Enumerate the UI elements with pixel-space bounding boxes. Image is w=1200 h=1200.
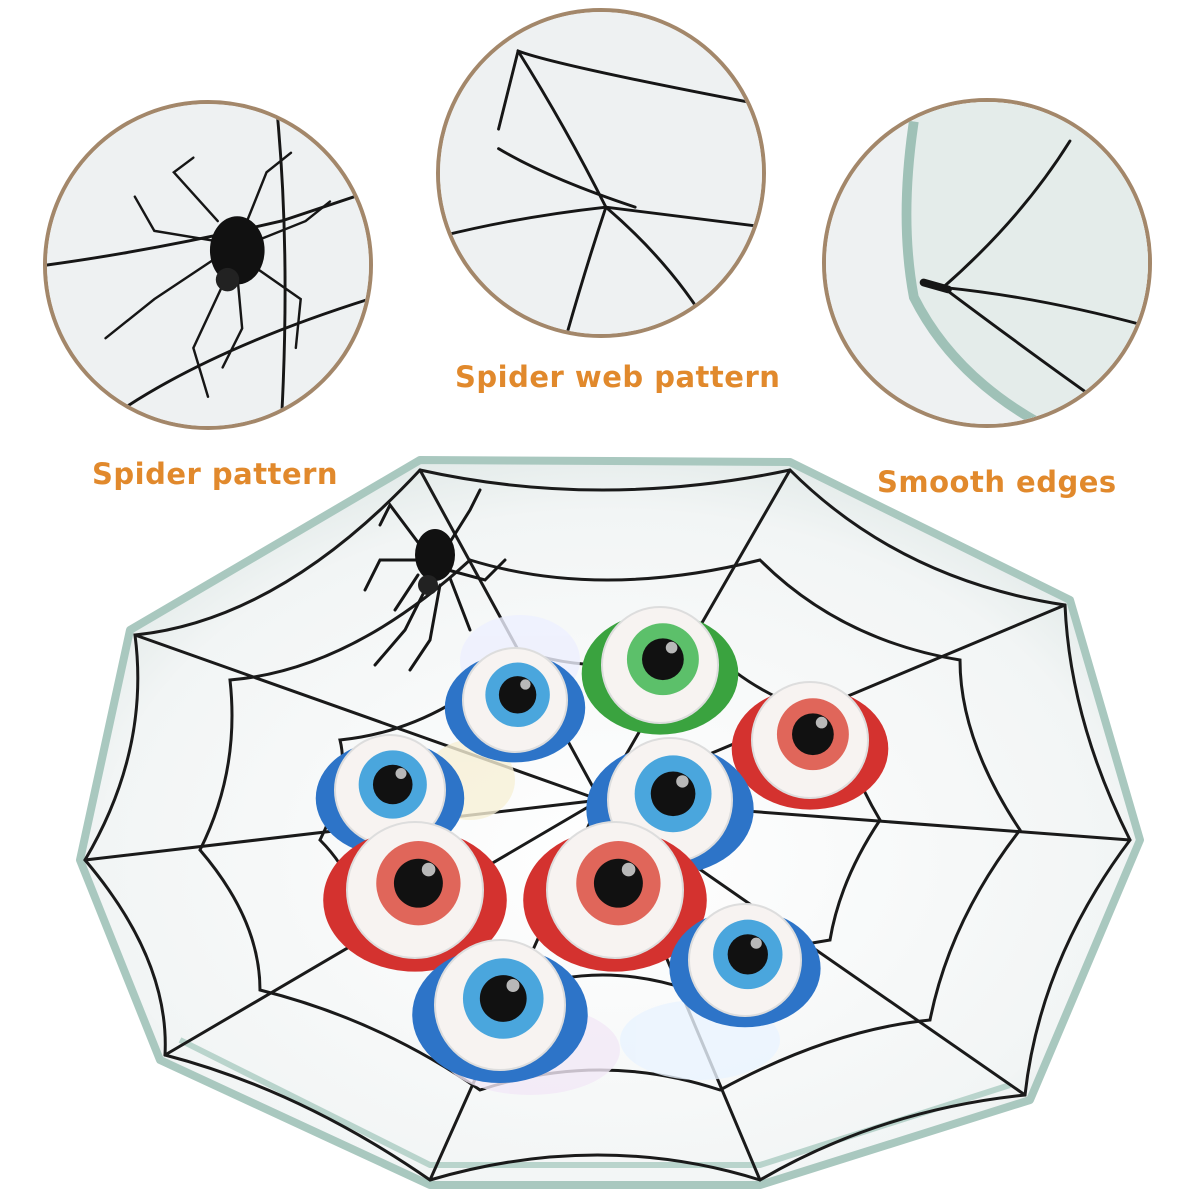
eyeball-candy-red: [323, 821, 507, 972]
eyeball-candy-green: [581, 606, 739, 735]
spider-figure: [363, 488, 507, 672]
spider-pattern-label: Spider pattern: [92, 457, 339, 491]
eyeball-candy-blue: [412, 939, 588, 1083]
spider-pattern-closeup: [43, 100, 373, 430]
eyeball-candy-blue: [586, 737, 754, 875]
smooth-edges-closeup: [822, 98, 1152, 428]
spider-closeup-illustration: [47, 104, 369, 426]
eyeball-candy-blue: [669, 903, 821, 1028]
spider-web-pattern-closeup: [436, 8, 766, 338]
edge-closeup-illustration: [826, 102, 1148, 424]
spider-web-pattern-label: Spider web pattern: [455, 360, 781, 394]
eyeball-candy-red: [523, 821, 707, 972]
smooth-edges-label: Smooth edges: [877, 465, 1117, 499]
eyeball-candy-blue: [444, 647, 586, 763]
eyeball-candy-red: [731, 681, 889, 810]
web-closeup-illustration: [440, 12, 762, 334]
spider-body: [209, 216, 265, 285]
